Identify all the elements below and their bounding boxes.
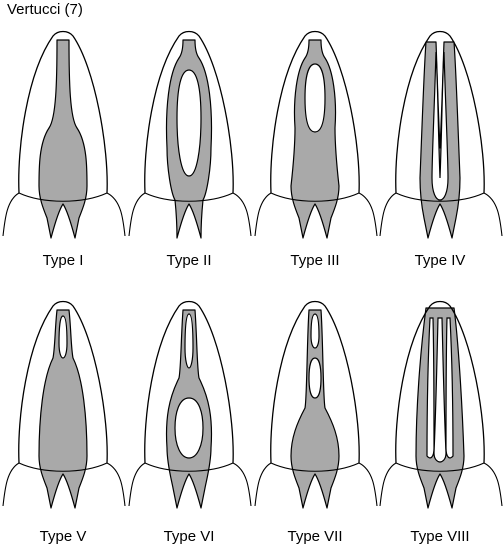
root-outline	[254, 462, 378, 507]
cementoenamel-junction	[144, 192, 234, 202]
crown-outline	[395, 30, 485, 194]
tooth-5	[2, 300, 126, 509]
tooth-8	[379, 300, 503, 509]
crown-outline	[144, 300, 234, 464]
root-outline	[2, 192, 126, 237]
dentin-island	[308, 357, 322, 399]
root-canal-space	[419, 41, 461, 239]
cementoenamel-junction	[395, 462, 485, 472]
root-outline	[379, 192, 503, 237]
cementoenamel-junction	[18, 192, 108, 202]
dentin-island	[184, 313, 194, 369]
crown-outline	[270, 300, 360, 464]
tooth-7	[254, 300, 378, 509]
crown-outline	[18, 300, 108, 464]
root-canal-space	[38, 39, 88, 239]
dentin-island	[445, 317, 454, 459]
crown-outline	[18, 30, 108, 194]
root-canal-space	[290, 309, 340, 509]
root-outline	[128, 192, 252, 237]
dentin-island	[176, 69, 202, 177]
type-label: Type VII	[287, 528, 343, 545]
cementoenamel-junction	[18, 462, 108, 472]
cementoenamel-junction	[270, 462, 360, 472]
dentin-island	[58, 315, 68, 359]
cementoenamel-junction	[270, 192, 360, 202]
cementoenamel-junction	[395, 192, 485, 202]
type-label: Type II	[166, 252, 212, 269]
type-label: Type VIII	[410, 528, 470, 545]
dentin-island	[310, 313, 320, 349]
dentin-island	[174, 397, 204, 459]
dentin-island	[304, 63, 326, 133]
dentin-island	[433, 317, 447, 463]
type-label: Type V	[39, 528, 87, 545]
root-outline	[379, 462, 503, 507]
cementoenamel-junction	[144, 462, 234, 472]
tooth-6	[128, 300, 252, 509]
type-label: Type I	[42, 252, 84, 269]
dentin-island	[426, 317, 435, 459]
type-label: Type IV	[414, 252, 466, 269]
type-label: Type VI	[163, 528, 215, 545]
tooth-2	[128, 30, 252, 239]
root-outline	[254, 192, 378, 237]
root-canal-space	[38, 309, 88, 509]
tooth-3	[254, 30, 378, 239]
dentin-island	[431, 51, 449, 201]
crown-outline	[395, 300, 485, 464]
root-outline	[2, 462, 126, 507]
crown-outline	[270, 30, 360, 194]
type-label: Type III	[290, 252, 340, 269]
root-canal-space	[290, 39, 340, 239]
crown-outline	[144, 30, 234, 194]
root-outline	[128, 462, 252, 507]
figure-title: Vertucci (7)	[7, 1, 83, 18]
tooth-4	[379, 30, 503, 239]
tooth-1	[2, 30, 126, 239]
